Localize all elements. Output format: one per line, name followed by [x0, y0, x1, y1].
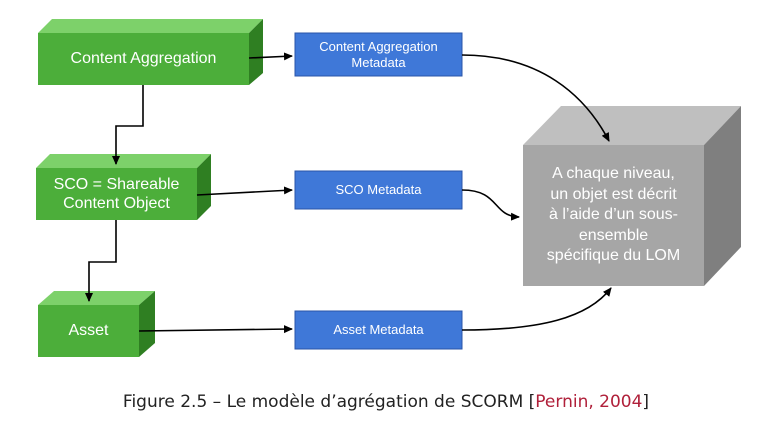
figure-caption: Figure 2.5 – Le modèle d’agrégation de S… [0, 392, 772, 412]
arrow-sco-metadata-to-cube [461, 189, 520, 221]
asset-box [38, 291, 155, 357]
sco-box [36, 154, 211, 220]
caption-text: Figure 2.5 – Le modèle d’agrégation de S… [122, 392, 536, 412]
caption-citation-link[interactable]: Pernin, 2004 [535, 392, 643, 412]
caption-close-bracket: ] [642, 392, 650, 412]
asset-metadata-box [294, 310, 463, 350]
arrow-content-aggregation-to-sco [112, 85, 144, 165]
content-aggregation-box [38, 19, 263, 85]
arrow-asset-metadata-to-cube [461, 287, 612, 331]
arrow-sco-to-metadata [196, 186, 293, 196]
arrow-asset-to-metadata [138, 325, 293, 334]
arrow-content-metadata-to-cube [461, 54, 610, 142]
arrow-sco-to-asset [85, 220, 117, 302]
sco-metadata-box [294, 170, 463, 210]
content-aggregation-metadata-box [294, 32, 463, 77]
arrow-content-aggregation-to-metadata [248, 52, 293, 61]
lom-cube [523, 106, 741, 286]
